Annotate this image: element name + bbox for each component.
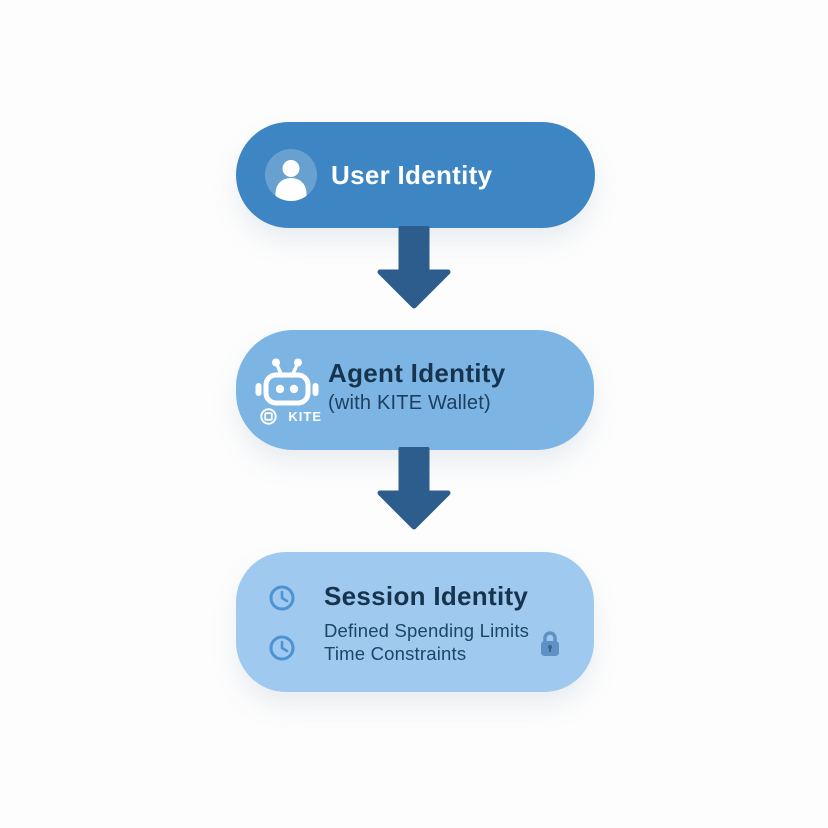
node-title: Session Identity [324, 581, 529, 611]
lock-icon [541, 631, 559, 656]
node-title: User Identity [331, 159, 493, 190]
node-title: Agent Identity [328, 358, 506, 388]
clock-icon [269, 635, 295, 661]
node-session-identity: Session Identity Defined Spending Limits… [236, 552, 594, 692]
node-agent-identity: KITE Agent Identity (with KITE Wallet) [236, 330, 594, 450]
kite-logo-icon [260, 408, 277, 425]
session-detail-time-constraints: Time Constraints [324, 643, 467, 664]
down-arrow-icon [377, 226, 451, 309]
robot-icon: KITE [252, 350, 322, 425]
clock-icon [269, 585, 295, 611]
node-user-identity: User Identity [236, 122, 595, 228]
node-subtitle: (with KITE Wallet) [328, 392, 491, 414]
kite-wallet-badge: KITE [252, 408, 322, 425]
session-detail-spending-limits: Defined Spending Limits [324, 620, 530, 641]
kite-badge-label: KITE [288, 409, 322, 424]
user-icon [265, 149, 317, 201]
down-arrow-icon [377, 447, 451, 530]
